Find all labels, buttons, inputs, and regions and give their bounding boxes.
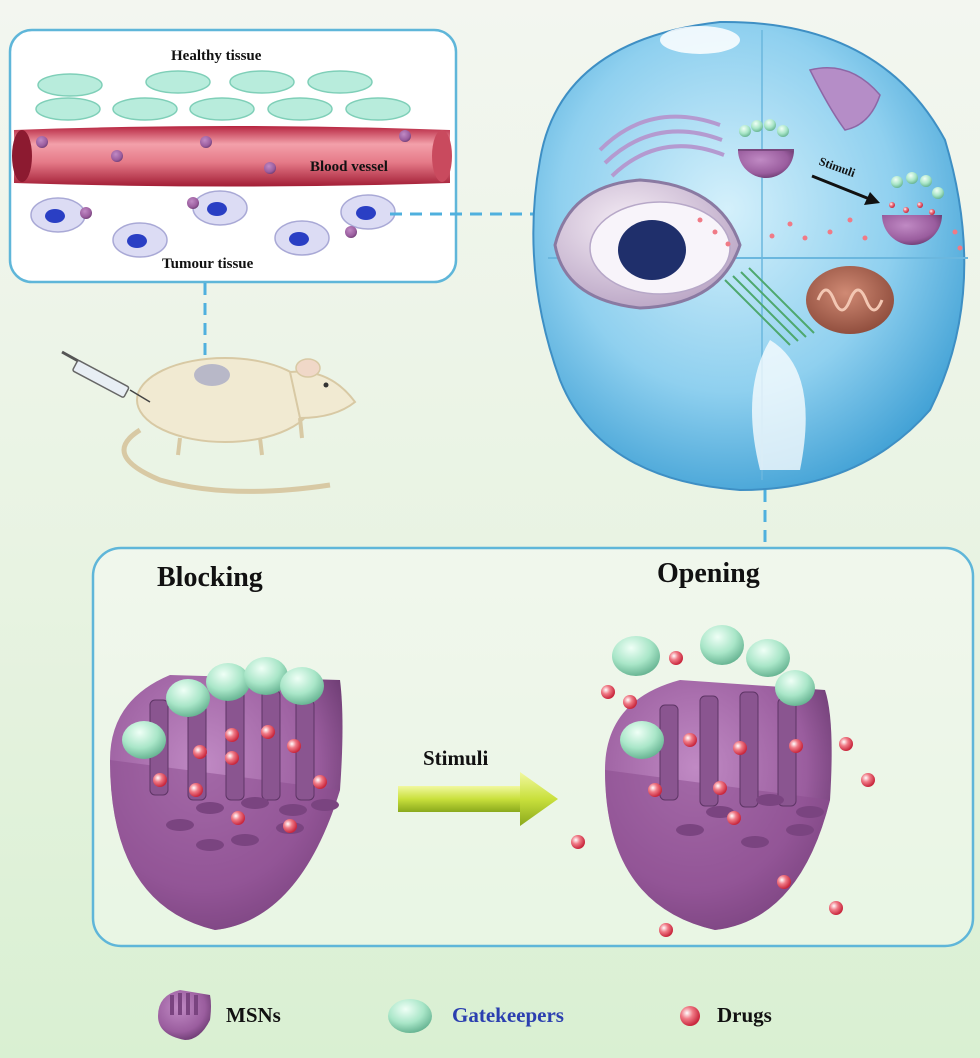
- drug-icon: [680, 1006, 700, 1026]
- endoplasmic-reticulum: [598, 114, 725, 178]
- mitochondrion: [806, 266, 894, 334]
- tumour-cells: [30, 190, 396, 258]
- legend-gatekeepers-label: Gatekeepers: [452, 1003, 564, 1027]
- tumour-tissue-label: Tumour tissue: [162, 256, 254, 272]
- blood-vessel: [12, 126, 452, 187]
- golgi-apparatus: [808, 67, 881, 131]
- cell-drugs: [697, 217, 963, 251]
- msn-panel: [91, 546, 975, 948]
- tissue-panel: [8, 28, 458, 284]
- healthy-cells: [35, 70, 411, 121]
- healthy-tissue-label: Healthy tissue: [171, 48, 262, 64]
- opening-msn: [571, 625, 875, 937]
- blocking-label: Blocking: [157, 562, 263, 593]
- legend-drugs-label: Drugs: [717, 1003, 772, 1027]
- microtubule-bundle: [724, 267, 815, 346]
- stimuli-arrow: [398, 772, 558, 826]
- legend-msns-label: MSNs: [226, 1003, 281, 1027]
- syringe-icon: [61, 350, 151, 403]
- connector-lines: [203, 212, 767, 548]
- cell-msn-open: [882, 172, 944, 245]
- gatekeeper-icon: [388, 999, 432, 1033]
- cell-msn-blocked: [738, 119, 794, 178]
- legend: [158, 990, 700, 1040]
- tumour-cell-illustration: [532, 20, 968, 492]
- blood-vessel-label: Blood vessel: [310, 159, 388, 175]
- blocking-msn: [110, 657, 343, 930]
- cell-stimuli-arrow: [811, 174, 880, 205]
- mouse-illustration: [61, 350, 357, 494]
- stimuli-label: Stimuli: [423, 746, 489, 770]
- opening-label: Opening: [657, 558, 760, 589]
- nucleus: [553, 178, 742, 310]
- msn-icon: [158, 990, 211, 1040]
